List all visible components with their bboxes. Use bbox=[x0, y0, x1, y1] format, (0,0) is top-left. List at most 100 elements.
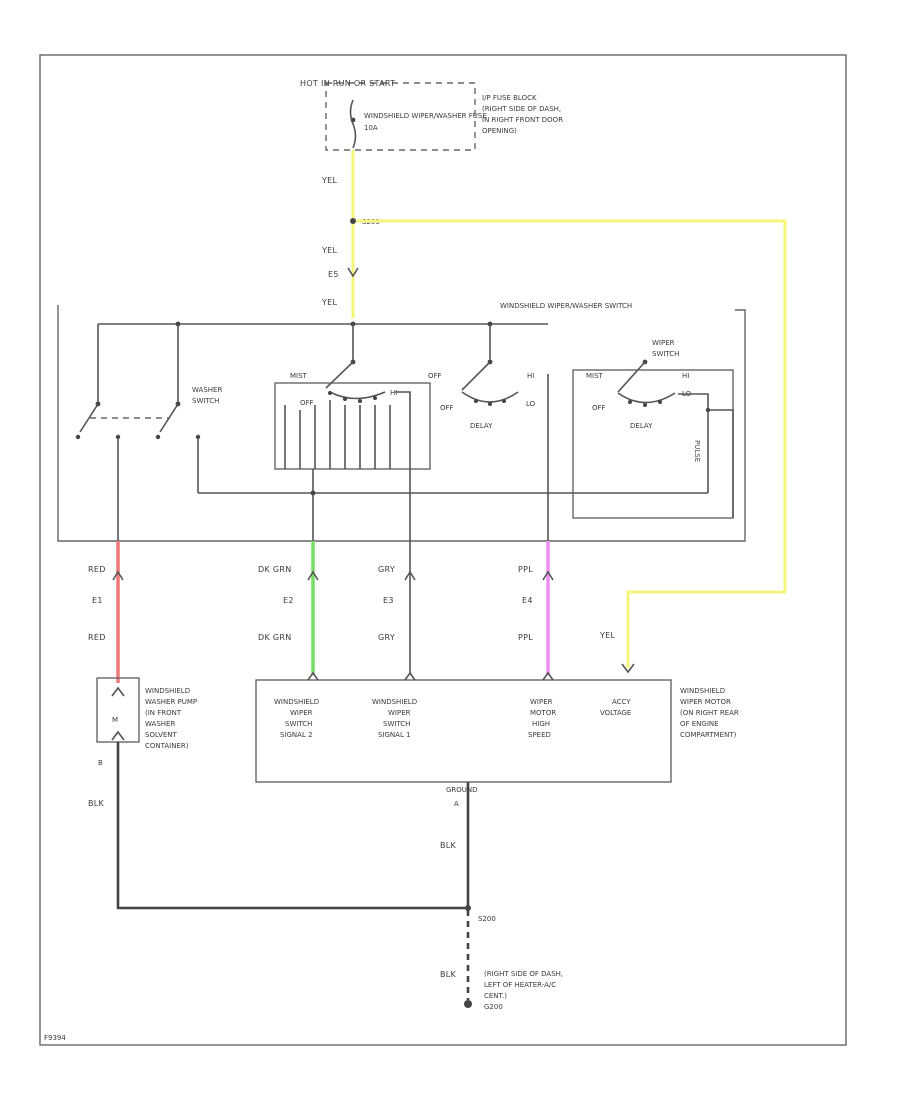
high-label-1: WIPER bbox=[530, 698, 553, 706]
signal1-label-1: WINDSHIELD bbox=[372, 698, 417, 706]
ground-loc-2: LEFT OF HEATER-A/C bbox=[484, 981, 556, 989]
pump-ground-wire bbox=[116, 742, 468, 910]
motor-conn-a-label: A bbox=[454, 800, 459, 808]
main-blade bbox=[325, 361, 354, 389]
lo-switch-off-top: OFF bbox=[428, 372, 442, 380]
fuse-block-outline bbox=[325, 82, 476, 151]
wire-color-blk-3: BLK bbox=[440, 970, 457, 979]
pos-mist-label: MIST bbox=[290, 372, 308, 380]
signal2-label-4: SIGNAL 2 bbox=[280, 731, 313, 739]
wire-color-gry-2: GRY bbox=[378, 633, 395, 642]
signal1-label-2: WIPER bbox=[388, 709, 411, 717]
wiper-c1 bbox=[628, 400, 632, 404]
switch-assembly-frame bbox=[57, 305, 746, 542]
high-label-2: MOTOR bbox=[530, 709, 556, 717]
pulse-label: PULSE bbox=[693, 440, 701, 462]
wire-color-yel-3: YEL bbox=[321, 298, 338, 307]
pump-label-5: SOLVENT bbox=[145, 731, 178, 739]
main-c3 bbox=[358, 399, 362, 403]
wire-color-gry-1: GRY bbox=[378, 565, 395, 574]
wiper-switch-off: OFF bbox=[592, 404, 606, 412]
pump-label-1: WINDSHIELD bbox=[145, 687, 190, 695]
wiper-arc bbox=[617, 392, 676, 404]
conn-e1-label: E1 bbox=[92, 596, 103, 605]
lo-switch-off: OFF bbox=[440, 404, 454, 412]
conn-e3-label: E3 bbox=[383, 596, 394, 605]
wire-color-blk-2: BLK bbox=[440, 841, 457, 850]
lo-switch-lo: LO bbox=[526, 400, 536, 408]
main-c1 bbox=[328, 391, 332, 395]
wiper-switch-label-1: WIPER bbox=[652, 339, 675, 347]
conn-e5-symbol bbox=[347, 267, 359, 278]
wire-color-red-1: RED bbox=[88, 565, 106, 574]
motor-conn-sig1 bbox=[404, 671, 416, 681]
motor-label-1: WINDSHIELD bbox=[680, 687, 725, 695]
main-switch-box bbox=[274, 382, 431, 470]
fuse-rating: 10A bbox=[364, 124, 378, 132]
conn-e4-symbol bbox=[542, 570, 554, 581]
hot-label: HOT IN RUN OR START bbox=[300, 79, 395, 88]
accy-label-1: ACCY bbox=[612, 698, 631, 706]
wire-color-blk-1: BLK bbox=[88, 799, 105, 808]
pump-label-6: CONTAINER) bbox=[145, 742, 189, 750]
washer-switch-label-1: WASHER bbox=[192, 386, 222, 394]
washer-contact-3 bbox=[155, 434, 161, 440]
signal2-label-3: SWITCH bbox=[285, 720, 312, 728]
wiper-switch-hi: HI bbox=[682, 372, 689, 380]
pump-conn-b-label: B bbox=[98, 759, 103, 767]
signal2-label-1: WINDSHIELD bbox=[274, 698, 319, 706]
main-off-label: OFF bbox=[300, 399, 314, 407]
fuse-block-line-3: IN RIGHT FRONT DOOR bbox=[482, 116, 563, 124]
fuse-block-line-1: I/P FUSE BLOCK bbox=[482, 94, 537, 102]
sig2-bus-dot bbox=[310, 490, 316, 496]
fuse-block-line-2: (RIGHT SIDE OF DASH, bbox=[482, 105, 561, 113]
lo-switch-hi: HI bbox=[527, 372, 534, 380]
washer-blade-1 bbox=[79, 403, 99, 433]
fuse-symbol bbox=[349, 99, 357, 149]
pump-label-4: WASHER bbox=[145, 720, 175, 728]
fuse-block-line-4: OPENING) bbox=[482, 127, 517, 135]
figure-code: F9394 bbox=[44, 1034, 66, 1042]
conn-e3-symbol bbox=[404, 570, 416, 581]
washer-switch-label-2: SWITCH bbox=[192, 397, 219, 405]
splice-s209-dot bbox=[350, 218, 356, 224]
wiper-c3 bbox=[658, 400, 662, 404]
high-label-3: HIGH bbox=[532, 720, 550, 728]
motor-label-3: (ON RIGHT REAR bbox=[680, 709, 739, 717]
motor-conn-sig2 bbox=[307, 671, 319, 681]
lo-c1 bbox=[474, 399, 478, 403]
fuse-name: WINDSHIELD WIPER/WASHER FUSE bbox=[364, 112, 487, 120]
conn-e5-label: E5 bbox=[328, 270, 339, 279]
pump-label-2: WASHER PUMP bbox=[145, 698, 197, 706]
motor-label-5: COMPARTMENT) bbox=[680, 731, 737, 739]
ground-g200-symbol bbox=[464, 1000, 472, 1008]
main-c2 bbox=[343, 397, 347, 401]
conn-e2-label: E2 bbox=[283, 596, 294, 605]
pump-label-3: (IN FRONT bbox=[145, 709, 182, 717]
wiper-motor-box bbox=[255, 679, 672, 783]
wiper-switch-label-2: SWITCH bbox=[652, 350, 679, 358]
switch-assembly-label: WINDSHIELD WIPER/WASHER SWITCH bbox=[500, 302, 632, 310]
splice-s200-label: S200 bbox=[478, 915, 496, 923]
lo-c2 bbox=[488, 402, 492, 406]
signal1-label-4: SIGNAL 1 bbox=[378, 731, 411, 739]
high-label-4: SPEED bbox=[528, 731, 551, 739]
pump-motor-symbol: M bbox=[112, 716, 118, 724]
lo-blade bbox=[461, 361, 491, 391]
pump-conn-bottom bbox=[111, 730, 125, 741]
conn-e1-symbol bbox=[112, 570, 124, 581]
wire-color-yel-1: YEL bbox=[321, 176, 338, 185]
accy-label-2: VOLTAGE bbox=[600, 709, 631, 717]
wiper-return bbox=[678, 393, 709, 493]
yel-wire-accy bbox=[356, 219, 787, 668]
wire-color-dk-grn-1: DK GRN bbox=[258, 565, 292, 574]
lo-c3 bbox=[502, 399, 506, 403]
signal1-label-3: SWITCH bbox=[383, 720, 410, 728]
wiper-blade bbox=[617, 361, 646, 393]
conn-e4-label: E4 bbox=[522, 596, 533, 605]
outer-frame bbox=[39, 54, 847, 1046]
wiper-switch-mist: MIST bbox=[586, 372, 604, 380]
wiper-delay-box bbox=[572, 369, 734, 519]
